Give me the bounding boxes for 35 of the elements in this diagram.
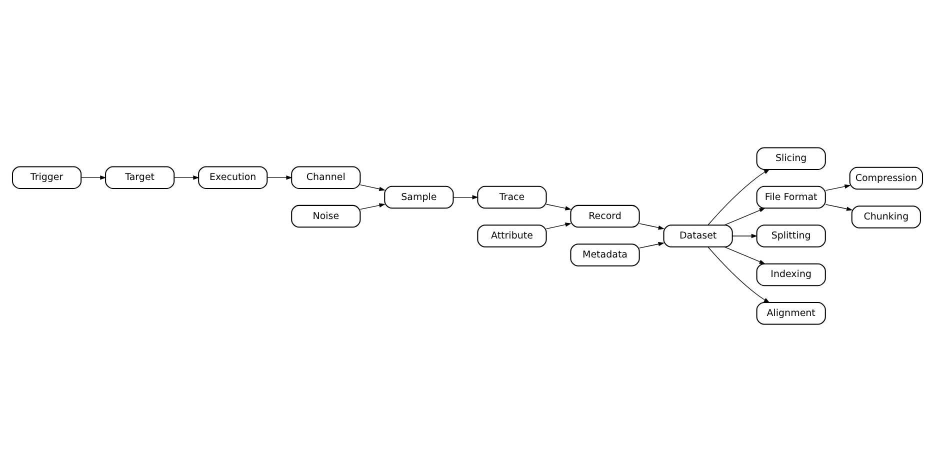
- node-box: Attribute: [477, 224, 547, 248]
- arrow: [638, 242, 664, 248]
- arrow: [546, 204, 572, 210]
- node-box: File Format: [756, 186, 826, 209]
- arrow: [724, 208, 766, 226]
- node-box: Slicing: [756, 147, 826, 170]
- node-box: Dataset: [663, 224, 733, 248]
- node-box: Alignment: [756, 302, 826, 325]
- node-box: Sample: [384, 186, 454, 209]
- node-box: Indexing: [756, 263, 826, 286]
- arrow: [724, 246, 766, 264]
- arrow: [708, 168, 770, 226]
- arrow: [825, 204, 853, 211]
- arrow: [452, 195, 478, 200]
- arrow: [546, 222, 572, 230]
- node-box: Trigger: [12, 166, 82, 189]
- node-box: Execution: [198, 166, 268, 189]
- node-box: Compression: [849, 166, 923, 190]
- arrow: [80, 175, 106, 180]
- node-box: Target: [105, 166, 175, 189]
- arrow: [638, 223, 664, 230]
- node-box: Trace: [477, 186, 547, 209]
- arrow: [825, 184, 851, 191]
- arrow: [732, 234, 758, 238]
- node-box: Metadata: [570, 244, 640, 266]
- node-box: Record: [570, 204, 640, 228]
- node-box: Noise: [291, 204, 361, 228]
- arrow: [266, 175, 292, 180]
- arrow: [174, 175, 200, 180]
- node-box: Channel: [291, 166, 361, 189]
- arrow: [708, 246, 770, 304]
- node-box: Chunking: [851, 206, 921, 228]
- node-box: Splitting: [756, 224, 826, 248]
- arrow: [360, 203, 386, 210]
- arrow: [360, 184, 386, 192]
